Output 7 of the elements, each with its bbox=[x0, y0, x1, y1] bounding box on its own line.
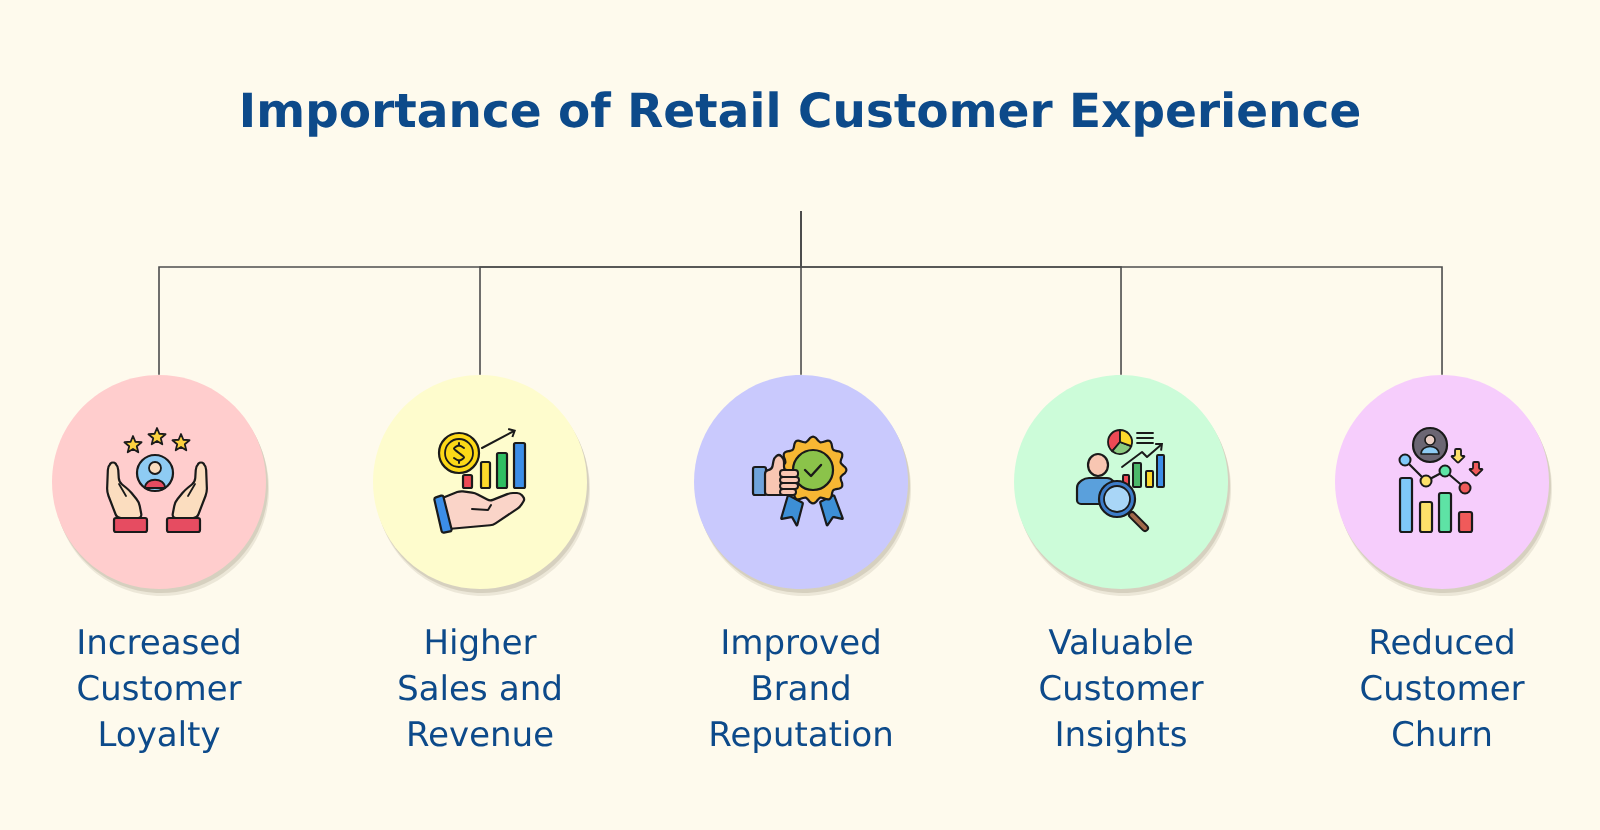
node-label: Reduced Customer Churn bbox=[1361, 628, 1525, 747]
node-label: Higher Sales and Revenue bbox=[399, 628, 560, 747]
node-label: Improved Brand Reputation bbox=[711, 628, 891, 754]
title: Importance of Retail Customer Experience bbox=[243, 91, 1360, 137]
node-label: Valuable Customer Insights bbox=[1040, 628, 1204, 754]
connector-line bbox=[800, 210, 1443, 376]
node-label: Increased Customer Loyalty bbox=[78, 628, 242, 754]
